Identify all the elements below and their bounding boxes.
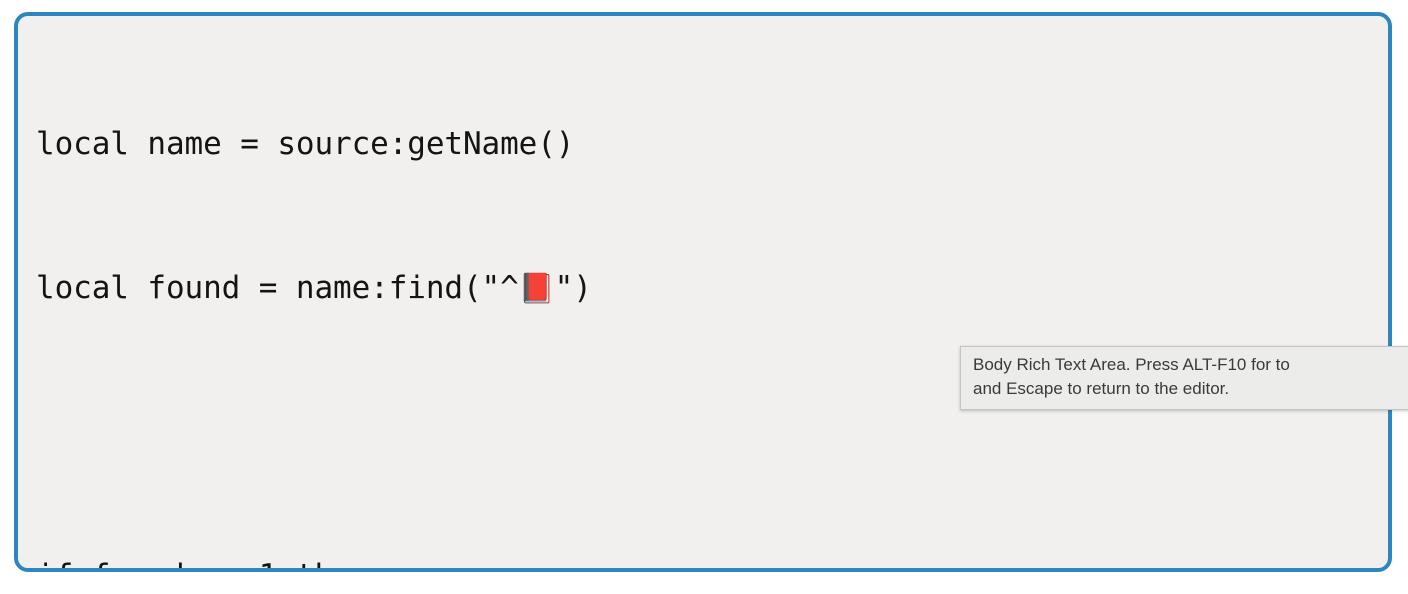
code-line: if found >= 1 then [36, 552, 1388, 568]
tooltip-line: Body Rich Text Area. Press ALT-F10 for t… [973, 355, 1290, 374]
tooltip-line: and Escape to return to the editor. [973, 379, 1230, 398]
tooltip: Body Rich Text Area. Press ALT-F10 for t… [960, 346, 1408, 410]
code-line-blank [36, 408, 1388, 456]
closed-book-emoji: 📕 [518, 271, 555, 305]
code-line: local found = name:find("^📕") [36, 270, 592, 306]
body-rich-text-area[interactable]: local name = source:getName() local foun… [14, 12, 1392, 572]
code-line: local name = source:getName() [36, 126, 575, 162]
code-content[interactable]: local name = source:getName() local foun… [36, 24, 1388, 568]
